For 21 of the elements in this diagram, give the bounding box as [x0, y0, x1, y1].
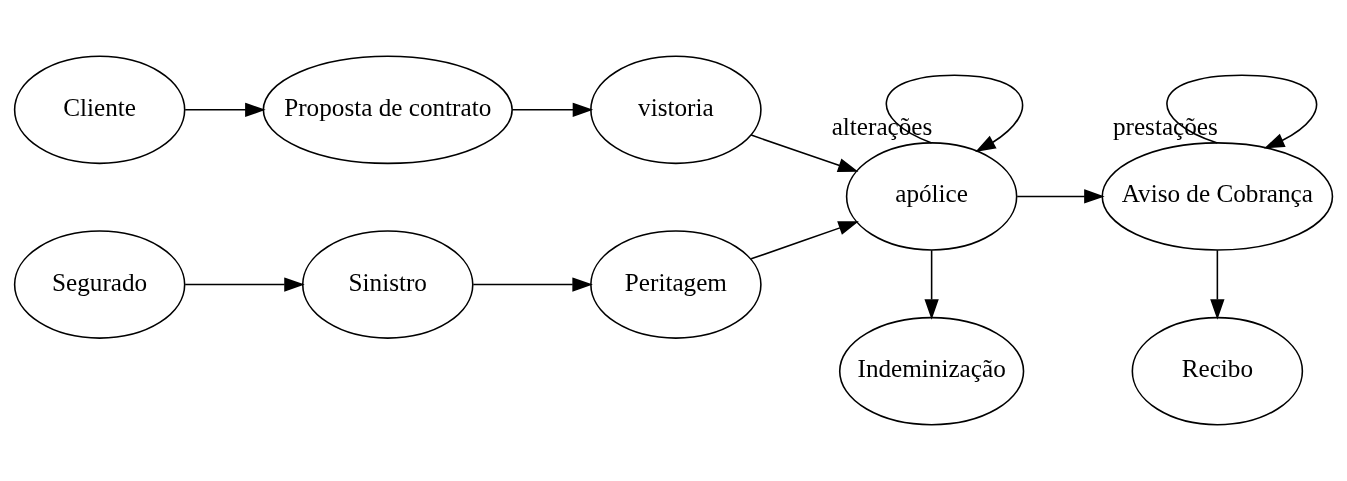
node-ellipse: vistoria: [590, 55, 762, 165]
node-ellipse: Indeminização: [838, 316, 1025, 426]
node-ellipse: Cliente: [13, 55, 186, 165]
arrow: [511, 102, 594, 117]
arrow: [1016, 189, 1105, 204]
arrow: [184, 102, 266, 117]
arrow: [472, 277, 593, 292]
arrow: [1210, 249, 1225, 320]
arrow: [924, 249, 939, 320]
arrow: [184, 277, 305, 292]
arrow: [885, 74, 1024, 152]
node-ellipse: Peritagem: [590, 230, 762, 339]
node-ellipse: Segurado: [13, 230, 186, 339]
node-ellipse: Recibo: [1131, 316, 1304, 426]
node-ellipse: Proposta de contrato: [262, 55, 513, 165]
arrow: [1166, 74, 1318, 149]
arrow: [750, 221, 859, 260]
node-ellipse: Sinistro: [301, 230, 474, 339]
node-ellipse: apólice: [845, 142, 1018, 251]
arrow: [750, 134, 859, 173]
node-ellipse: Aviso de Cobrança: [1101, 142, 1334, 251]
